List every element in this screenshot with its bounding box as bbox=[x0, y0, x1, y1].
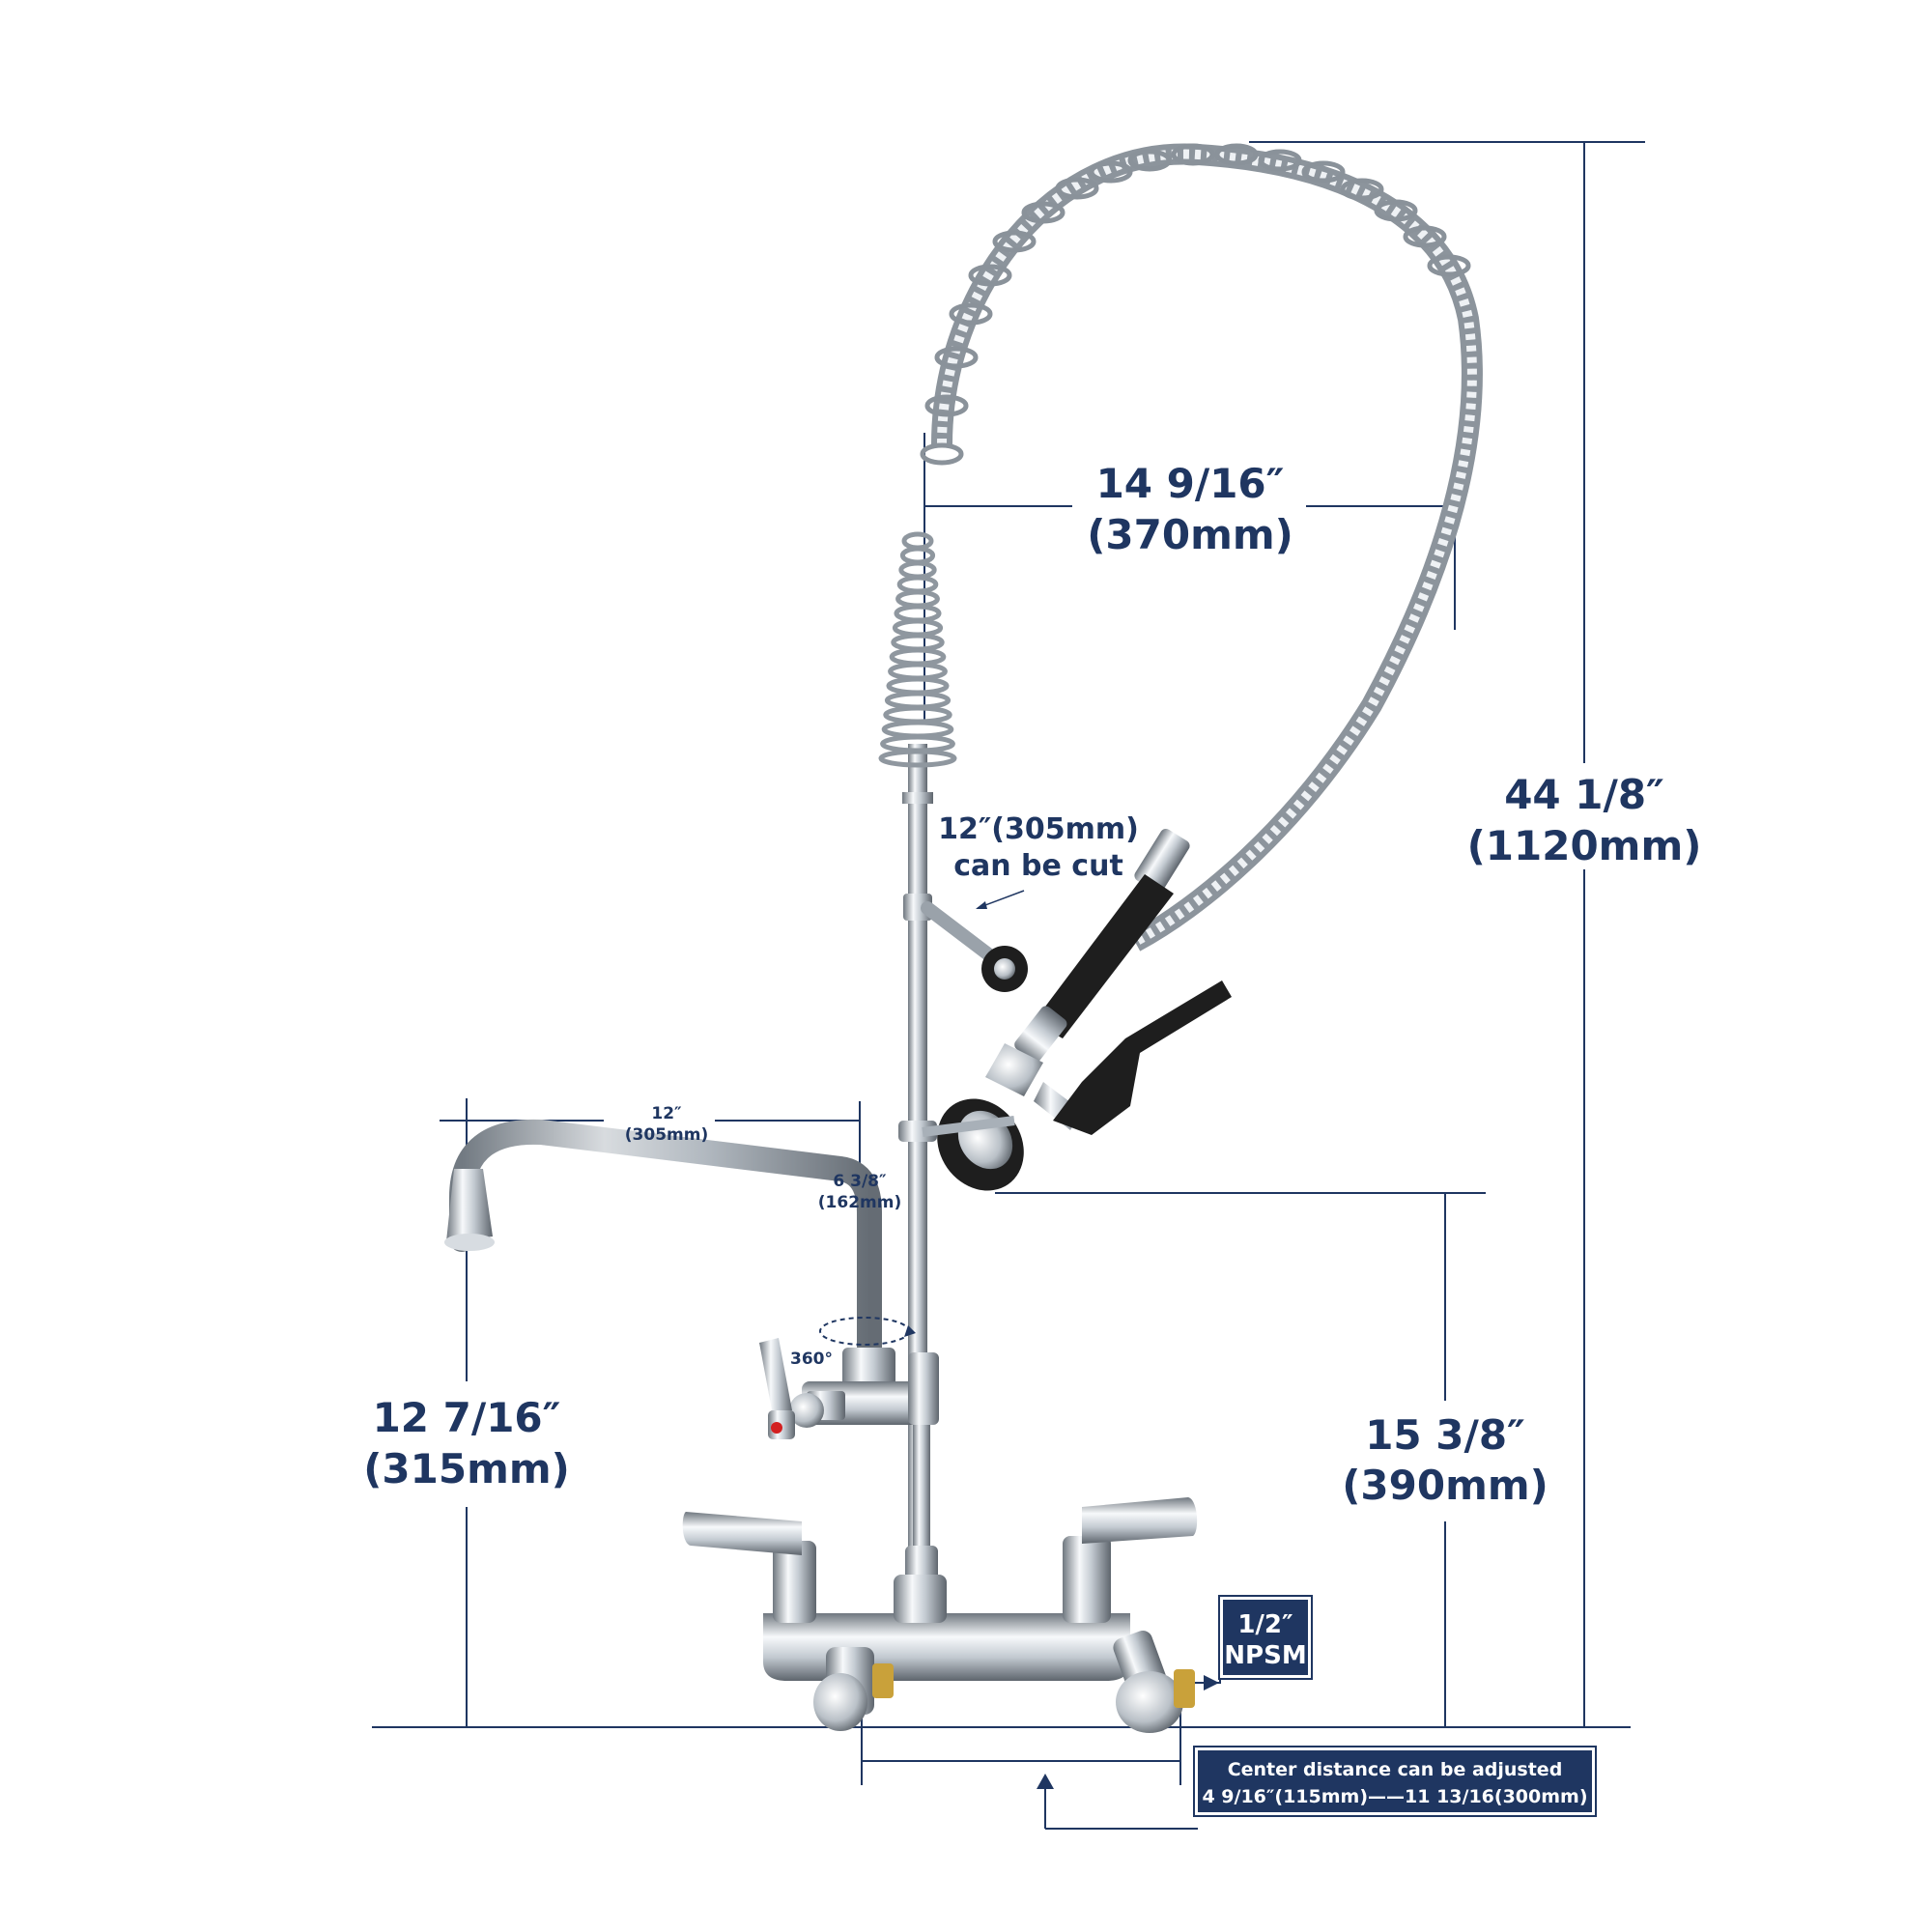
hose-reach-inch: 14 9/16″ bbox=[1096, 460, 1285, 507]
hose-coil-ring bbox=[920, 442, 964, 466]
hose-coil-ring bbox=[968, 264, 1012, 287]
spout-base-height-inch: 12 7/16″ bbox=[373, 1394, 561, 1441]
hose-coil-ring bbox=[992, 230, 1037, 253]
faucet-illustration bbox=[444, 143, 1483, 1733]
riser-cut-length: 12″(305mm) bbox=[938, 812, 1139, 846]
hot-handle-icon bbox=[759, 1338, 795, 1439]
rotation-label: 360° bbox=[790, 1350, 833, 1369]
hose-coil-ring bbox=[1258, 149, 1302, 172]
spout-base-height-mm: (315mm) bbox=[363, 1445, 570, 1492]
hose-coil-ring bbox=[924, 394, 969, 417]
spring-coil-ring bbox=[878, 749, 957, 768]
spring-coil-ring bbox=[901, 531, 934, 551]
spout-height-mm: (162mm) bbox=[818, 1193, 901, 1212]
npsm-type: NPSM bbox=[1224, 1641, 1306, 1670]
center-distance-range: 4 9/16″(115mm)——11 13/16(300mm) bbox=[1202, 1786, 1587, 1807]
hose-coil-ring bbox=[1374, 199, 1418, 222]
spray-valve-icon bbox=[937, 874, 1232, 1191]
spring-coil-ring bbox=[894, 604, 942, 623]
overall-height-inch: 44 1/8″ bbox=[1504, 771, 1664, 818]
sprayer-height-inch: 15 3/8″ bbox=[1365, 1411, 1525, 1459]
spring-coil-ring bbox=[881, 720, 954, 739]
spring-coil-ring bbox=[889, 647, 947, 667]
hose-coil-ring bbox=[1171, 143, 1215, 166]
riser-cut-note: can be cut bbox=[953, 849, 1123, 883]
spring-coil-ring bbox=[888, 662, 948, 681]
center-distance-title: Center distance can be adjusted bbox=[1228, 1759, 1563, 1780]
hose-coil-ring bbox=[1021, 201, 1065, 224]
hose-spring-coil bbox=[920, 143, 1471, 466]
spring-coil-ring bbox=[896, 575, 939, 594]
hose-coil-ring bbox=[1089, 160, 1133, 184]
npsm-size: 1/2″ bbox=[1237, 1610, 1293, 1639]
hose-coil-ring bbox=[1214, 143, 1259, 166]
spring-coil-ring bbox=[884, 691, 952, 710]
hose-coil-ring bbox=[1301, 160, 1346, 184]
spring-coil-ring bbox=[895, 589, 940, 609]
hose-coil-ring bbox=[1403, 225, 1447, 248]
hose-coil-ring bbox=[949, 302, 993, 326]
spout-height-inch: 6 3/8″ bbox=[833, 1172, 887, 1191]
hose-coil-ring bbox=[1340, 178, 1384, 201]
hose-reach-mm: (370mm) bbox=[1087, 511, 1293, 558]
overall-height-mm: (1120mm) bbox=[1467, 822, 1702, 869]
npsm-connection-box: 1/2″ NPSM bbox=[1218, 1595, 1313, 1680]
spring-coil-ring bbox=[883, 705, 952, 724]
spout-length-mm: (305mm) bbox=[625, 1125, 708, 1145]
spring-coil-ring bbox=[891, 633, 945, 652]
hose-coil-ring bbox=[934, 346, 979, 369]
spring-coil-ring bbox=[892, 618, 944, 638]
spring-coil-ring bbox=[899, 546, 936, 565]
hose-coil-ring bbox=[1055, 177, 1099, 200]
spout-tip bbox=[446, 1169, 493, 1241]
spring-coil-ring bbox=[898, 560, 937, 580]
spring-coil-ring bbox=[886, 676, 950, 696]
spring-coil-icon bbox=[878, 531, 957, 768]
hose-coil-ring bbox=[1427, 254, 1471, 277]
sprayer-height-mm: (390mm) bbox=[1342, 1462, 1548, 1509]
dimension-labels: 44 1/8″ (1120mm) 14 9/16″ (370mm) 12″(30… bbox=[363, 460, 1701, 1509]
spout-length-inch: 12″ bbox=[651, 1104, 682, 1123]
hose-coil-ring bbox=[1127, 149, 1172, 172]
center-distance-box: Center distance can be adjusted 4 9/16″(… bbox=[1193, 1746, 1597, 1817]
